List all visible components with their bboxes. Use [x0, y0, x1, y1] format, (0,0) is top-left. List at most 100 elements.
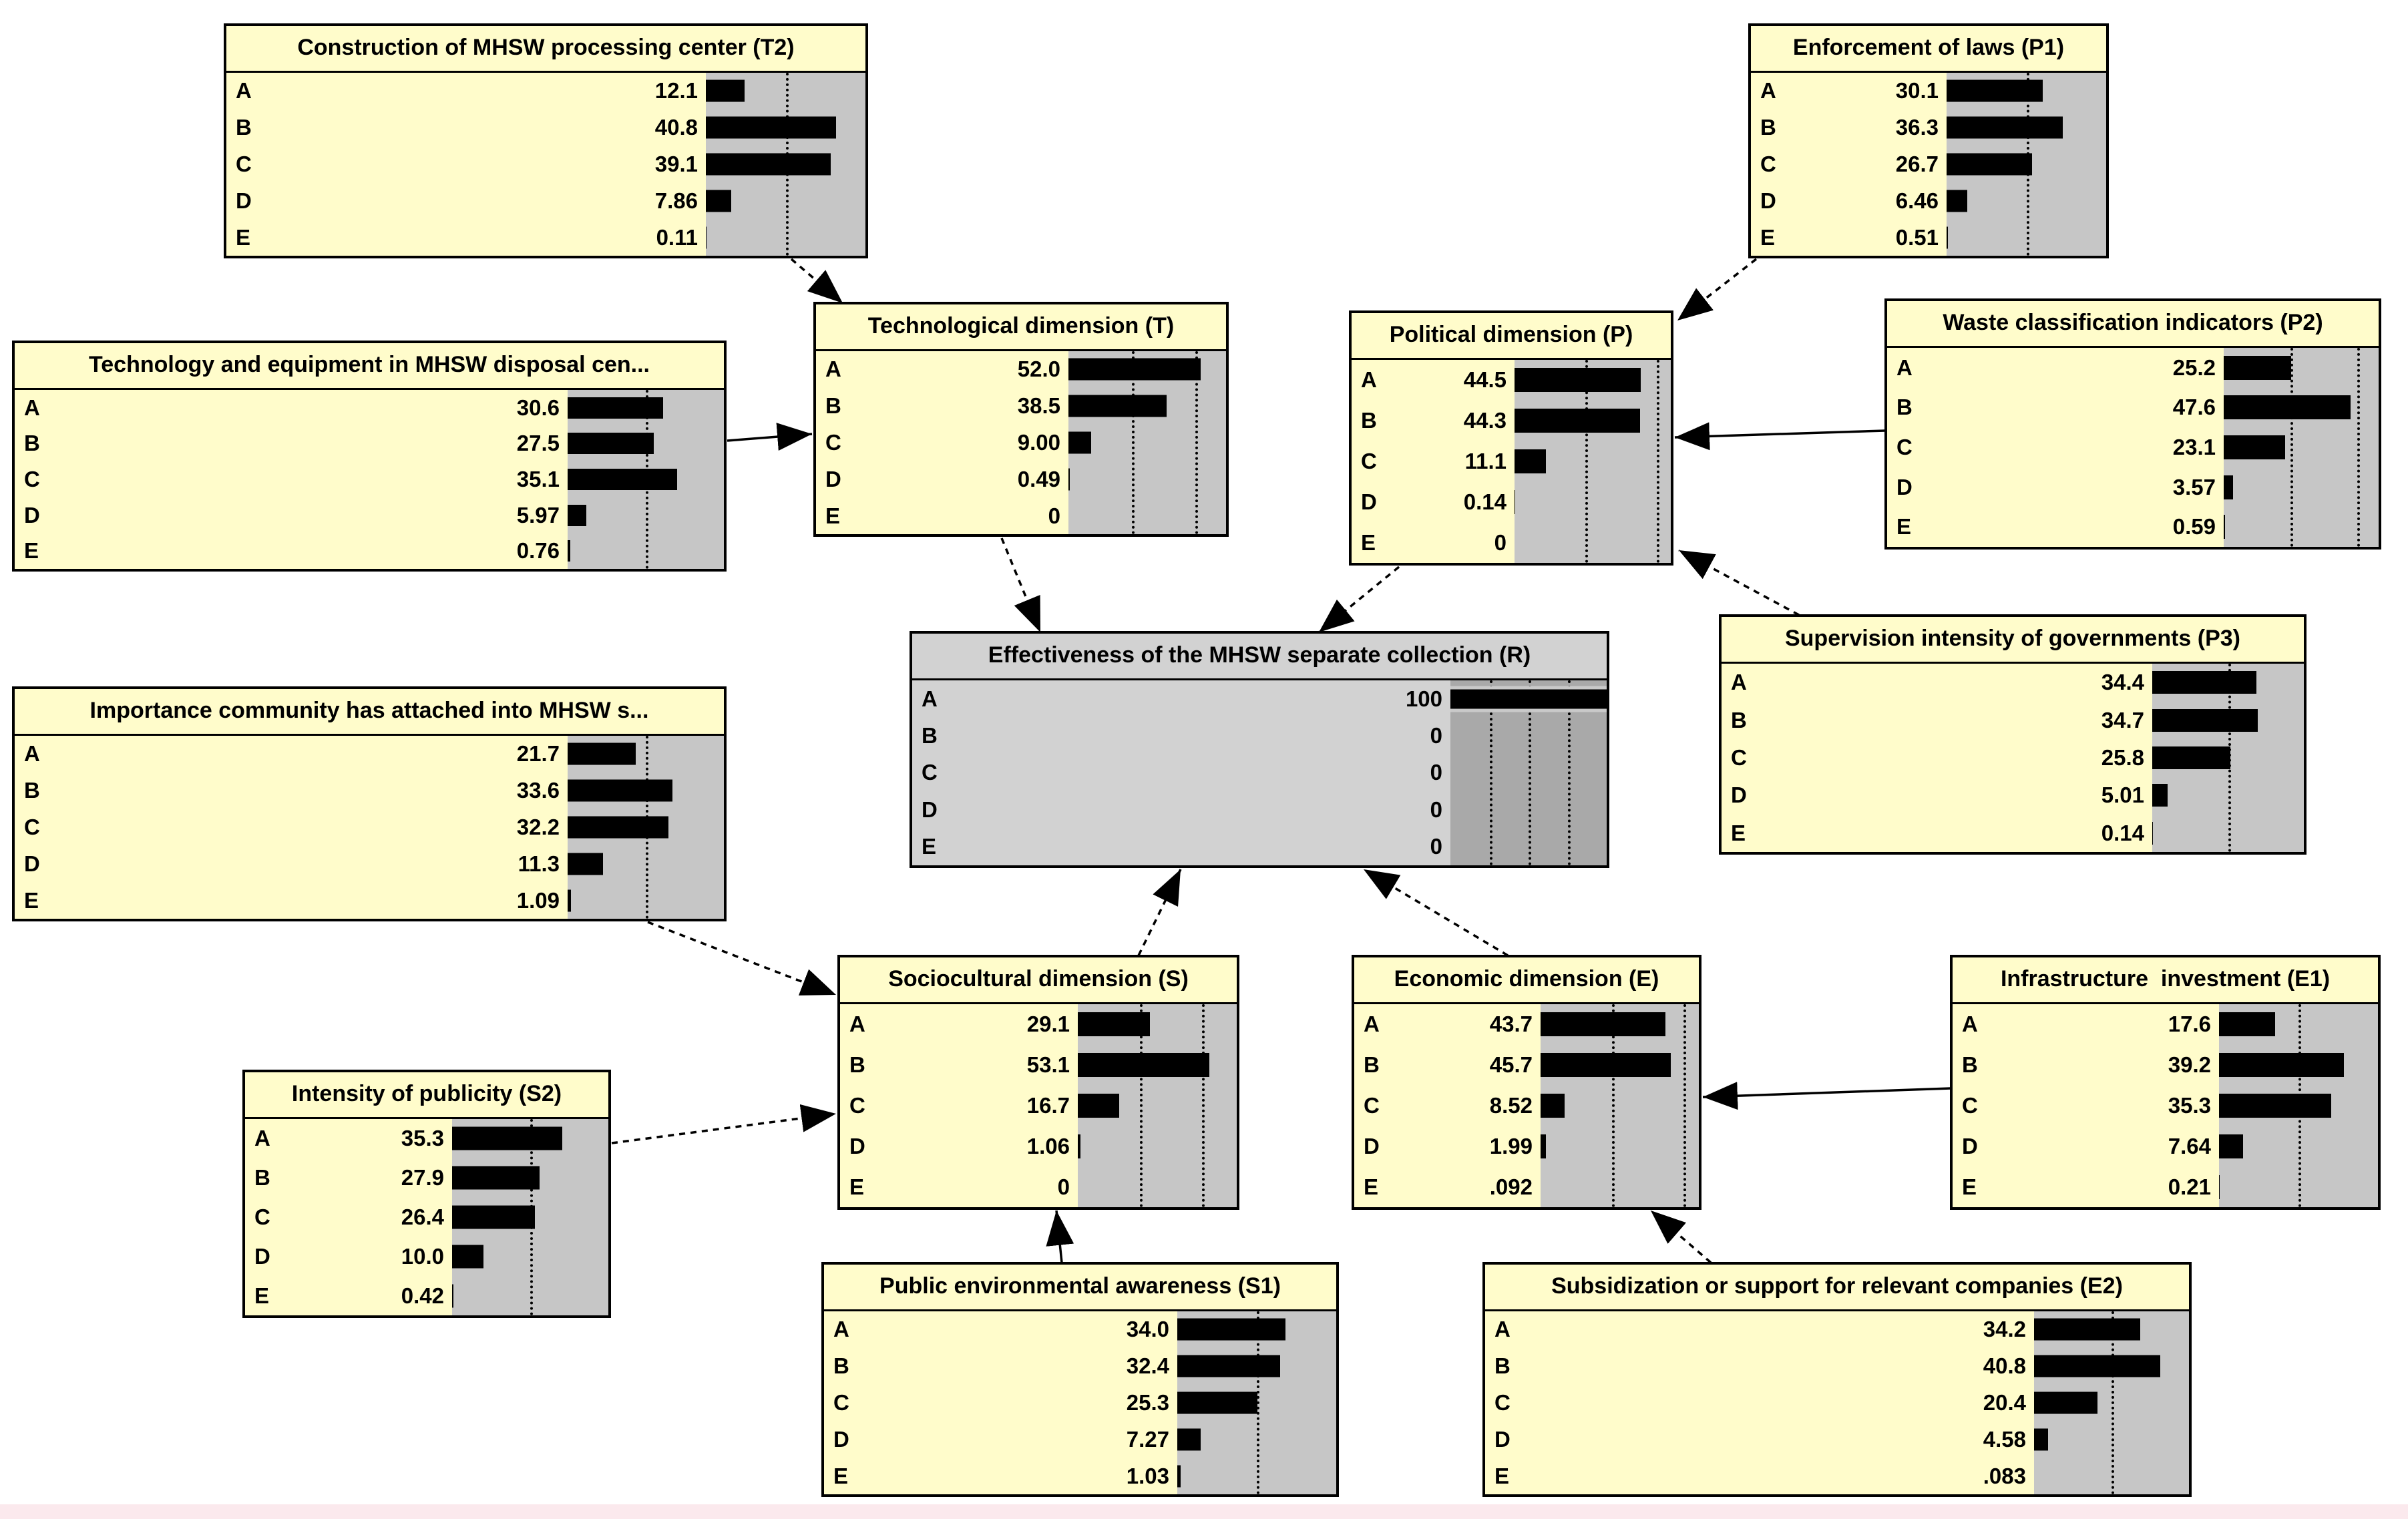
- belief-bar: [2034, 1391, 2097, 1414]
- belief-row-E2-E[interactable]: E.083: [1485, 1458, 2189, 1494]
- state-label: D: [236, 188, 252, 213]
- belief-bar: [1947, 116, 2063, 139]
- belief-row-E-E[interactable]: E.092: [1354, 1166, 1699, 1207]
- bar-area: [1068, 351, 1226, 534]
- belief-value: 40.8: [1983, 1353, 2026, 1379]
- state-label: B: [236, 115, 252, 140]
- node-P3[interactable]: Supervision intensity of governments (P3…: [1719, 614, 2306, 855]
- node-T2[interactable]: Construction of MHSW processing center (…: [224, 23, 868, 258]
- node-R[interactable]: Effectiveness of the MHSW separate colle…: [910, 631, 1609, 868]
- belief-value: 0: [1430, 834, 1442, 859]
- node-IMP[interactable]: Importance community has attached into M…: [12, 686, 727, 921]
- node-E2[interactable]: Subsidization or support for relevant co…: [1482, 1262, 2192, 1497]
- node-T1[interactable]: Technology and equipment in MHSW disposa…: [12, 341, 727, 572]
- belief-value: 100: [1405, 686, 1442, 711]
